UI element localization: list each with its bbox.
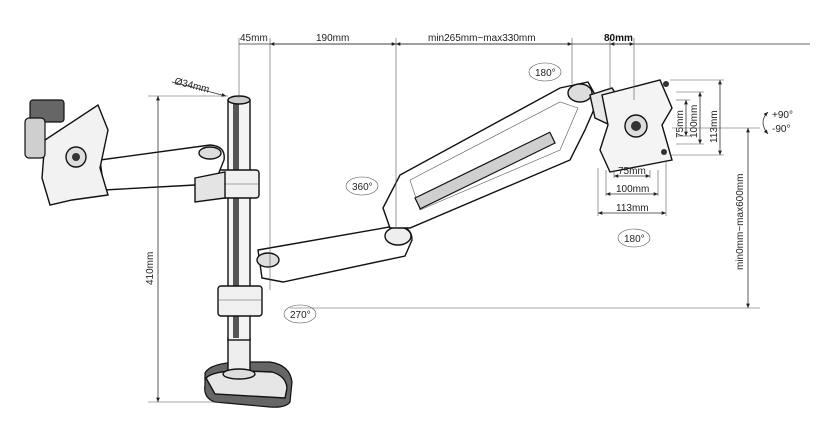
dim-190: 190mm <box>316 33 349 44</box>
dim-vesa-100-w: 100mm <box>616 184 649 195</box>
dim-vesa-113-w: 113mm <box>616 203 649 214</box>
dim-height-range: min0mm~max600mm <box>735 174 746 270</box>
right-vesa-plate <box>589 79 673 173</box>
diameter-leader <box>171 81 227 97</box>
dim-vesa-75-h: 75mm <box>675 110 686 138</box>
rotation-markers <box>283 62 769 324</box>
desk-clamp-base <box>204 337 293 408</box>
height-dimension-line <box>148 95 230 403</box>
tilt-plus: +90° <box>772 110 793 121</box>
dim-arm-range: min265mm~max330mm <box>428 33 536 44</box>
vesa-horizontal-dimensions <box>597 160 667 216</box>
dim-diameter: Ø34mm <box>173 76 210 95</box>
vesa-vertical-dimensions <box>670 79 724 156</box>
dim-410: 410mm <box>145 252 156 285</box>
gas-spring-arm <box>382 81 599 229</box>
left-vesa-plate <box>24 99 109 206</box>
dim-vesa-75-w: 75mm <box>618 166 646 177</box>
rot-270: 270° <box>290 310 311 321</box>
dim-vesa-100-h: 100mm <box>689 105 700 138</box>
top-dimension-lines <box>238 38 810 290</box>
rot-180-top: 180° <box>535 68 556 79</box>
tilt-minus: -90° <box>772 124 790 135</box>
lower-right-arm <box>256 225 413 283</box>
left-arm <box>99 144 226 203</box>
rot-360: 360° <box>352 182 373 193</box>
dim-vesa-113-h: 113mm <box>709 110 720 143</box>
rot-180-bottom: 180° <box>624 234 645 245</box>
dim-80: 80mm <box>604 33 633 44</box>
pole <box>227 95 251 341</box>
dim-45: 45mm <box>240 33 268 44</box>
lower-collar <box>217 285 263 317</box>
